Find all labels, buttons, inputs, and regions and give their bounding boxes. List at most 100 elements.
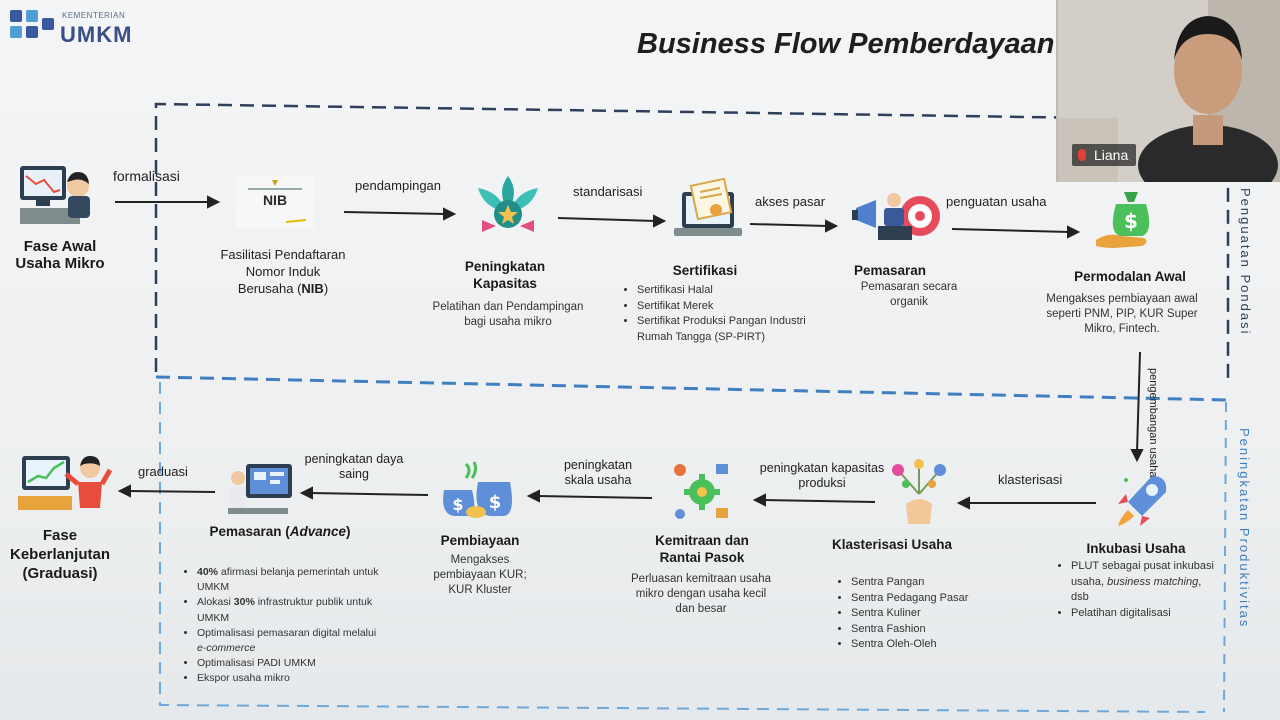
mic-icon (1078, 149, 1086, 161)
stage-pembiayaan-title: Pembiayaan (440, 533, 520, 548)
successful-worker-icon (18, 456, 112, 510)
arrow-label-penguatan-usaha: penguatan usaha (946, 194, 1047, 209)
ministry-logo (8, 6, 60, 55)
list-item: Sentra Kuliner (851, 606, 1001, 622)
pemasaran-adv-title-pre: Pemasaran ( (209, 524, 290, 539)
stage-kemitraan-title: Kemitraan dan Rantai Pasok (632, 532, 772, 566)
stage-pemasaran-advance-title: Pemasaran (Advance) (200, 523, 360, 540)
slide-title: Business Flow Pemberdayaan (637, 28, 1055, 60)
item-text: infrastruktur publik untuk UMKM (197, 596, 373, 624)
item-bold: 30% (233, 596, 255, 609)
list-item: Ekspor usaha mikro (197, 671, 387, 686)
list-item: Sentra Oleh-Oleh (851, 637, 1001, 653)
arrow-label-standarisasi: standarisasi (573, 184, 643, 199)
worried-worker-icon (20, 166, 90, 224)
kemitraan-title-line2: Rantai Pasok (659, 550, 745, 565)
list-item: Sentra Pedagang Pasar (851, 591, 1001, 607)
top-frame-dash (154, 102, 1230, 378)
stage-fase-keberlanjutan-title: Fase Keberlanjutan (Graduasi) (2, 526, 118, 583)
side-label-bottom: Peningkatan Produktivitas (1237, 428, 1252, 629)
participant-video-icon (1058, 0, 1280, 182)
arrow-label-daya-saing: peningkatan daya saing (304, 452, 404, 481)
arrow-label-formalisasi: formalisasi (113, 168, 180, 184)
cluster-tree-icon (892, 459, 946, 524)
advanced-marketing-icon (228, 464, 292, 514)
list-item: Sentra Pangan (851, 575, 1001, 591)
pemasaran-adv-title-post: ) (346, 524, 351, 539)
video-tile[interactable]: Liana (1056, 0, 1280, 182)
supply-chain-gear-icon (674, 464, 728, 519)
money-bags-icon: $ $ (443, 461, 512, 518)
participant-name-tag: Liana (1072, 144, 1137, 166)
stage-pembiayaan-desc: Mengakses pembiayaan KUR; KUR Kluster (433, 554, 527, 596)
end-title-line2: Keberlanjutan (9, 546, 111, 563)
nib-desc-line2: Nomor Induk (245, 264, 321, 279)
list-item: Optimalisasi PADI UMKM (197, 656, 387, 671)
sertifikasi-list: Sertifikasi Halal Sertifikat Merek Serti… (624, 283, 811, 345)
list-item: Pelatihan digitalisasi (1071, 606, 1221, 622)
money-bag-hand-icon: $ (1096, 192, 1150, 248)
nib-desc-text: Berusaha ( (237, 281, 302, 296)
nib-desc-line3: Berusaha (NIB) (198, 280, 368, 297)
bottom-right-dash (1223, 401, 1227, 713)
arrow-label-graduasi: graduasi (138, 464, 188, 479)
kapasitas-title-line2: Kapasitas (473, 276, 537, 291)
stage-inkubasi-title: Inkubasi Usaha (1086, 541, 1186, 556)
item-pre: Alokasi (197, 596, 234, 609)
inkubasi-item1-post: , dsb (1071, 575, 1202, 604)
kemitraan-title-line1: Kemitraan dan (655, 533, 749, 548)
rocket-icon (1118, 476, 1167, 526)
item-em: e-commerce (197, 642, 256, 655)
nib-desc-line1: Fasilitasi Pendaftaran (220, 247, 346, 262)
arrow-label-akses-pasar: akses pasar (755, 194, 826, 209)
certificate-laptop-icon (674, 178, 742, 236)
stage-nib-desc: Fasilitasi Pendaftaran Nomor Induk Berus… (198, 246, 368, 297)
inkubasi-item1-text: PLUT sebagai pusat inkubasi usaha, (1071, 560, 1214, 588)
side-label-top: Penguatan Pondasi (1238, 188, 1253, 336)
arrow-label-skala-usaha: peningkatan skala usaha (563, 458, 633, 487)
list-item: Sertifikat Merek (637, 299, 811, 315)
arrow-label-pendampingan: pendampingan (355, 178, 442, 193)
inkubasi-item1-em: business matching (1107, 575, 1199, 588)
bottom-frame-dash (159, 382, 1206, 713)
logo-mark-icon (10, 10, 54, 38)
arrow-label-kapasitas-produksi: peningkatan kapasitas produksi (759, 461, 885, 490)
stage-kapasitas-title: Peningkatan Kapasitas (440, 258, 570, 292)
connector-label-pengembangan: pengembangan usaha (1147, 368, 1159, 478)
nib-desc-bold: NIB (301, 281, 324, 296)
list-item: PLUT sebagai pusat inkubasi usaha, busin… (1071, 559, 1221, 606)
logo-text: UMKM (60, 22, 133, 47)
end-title-line3: (Graduasi) (22, 565, 98, 582)
stage-pemasaran-desc: Pemasaran secara organik (860, 281, 958, 308)
nib-badge-text: NIB (262, 192, 288, 208)
nib-card-icon: NIB (236, 176, 314, 228)
end-title-line1: Fase (42, 527, 78, 544)
nib-desc-end: ) (323, 281, 329, 296)
participant-name: Liana (1094, 147, 1129, 163)
stage-kemitraan-desc: Perluasan kemitraan usaha mikro dengan u… (631, 573, 771, 615)
logo-top-text: KEMENTERIAN (62, 11, 126, 20)
stage-sertifikasi-title: Sertifikasi (672, 263, 738, 278)
stage-permodalan-desc: Mengakses pembiayaan awal seperti PNM, P… (1046, 293, 1198, 335)
list-item: 40% afirmasi belanja pemerintah untuk UM… (197, 565, 387, 595)
kapasitas-title-line1: Peningkatan (464, 259, 546, 274)
svg-text:$: $ (489, 492, 502, 513)
stage-permodalan-title: Permodalan Awal (1074, 269, 1186, 284)
item-text: afirmasi belanja pemerintah untuk UMKM (197, 566, 379, 594)
stage-fase-awal-title: Fase Awal Usaha Mikro (15, 238, 105, 272)
pemasaran-advance-list: 40% afirmasi belanja pemerintah untuk UM… (184, 565, 387, 687)
pemasaran-adv-title-em: Advance (289, 524, 347, 539)
klasterisasi-list: Sentra Pangan Sentra Pedagang Pasar Sent… (838, 575, 1001, 653)
inkubasi-list: PLUT sebagai pusat inkubasi usaha, busin… (1058, 559, 1221, 621)
stage-klasterisasi-title: Klasterisasi Usaha (831, 537, 953, 552)
stage-pemasaran-title: Pemasaran (853, 263, 927, 278)
divider-dash (155, 375, 1229, 402)
list-item: Sentra Fashion (851, 622, 1001, 638)
svg-text:$: $ (452, 495, 463, 514)
item-bold: 40% (197, 566, 219, 578)
marketing-megaphone-icon (852, 193, 940, 240)
capacity-lotus-icon (478, 176, 538, 232)
list-item: Alokasi 30% infrastruktur publik untuk U… (197, 595, 387, 625)
